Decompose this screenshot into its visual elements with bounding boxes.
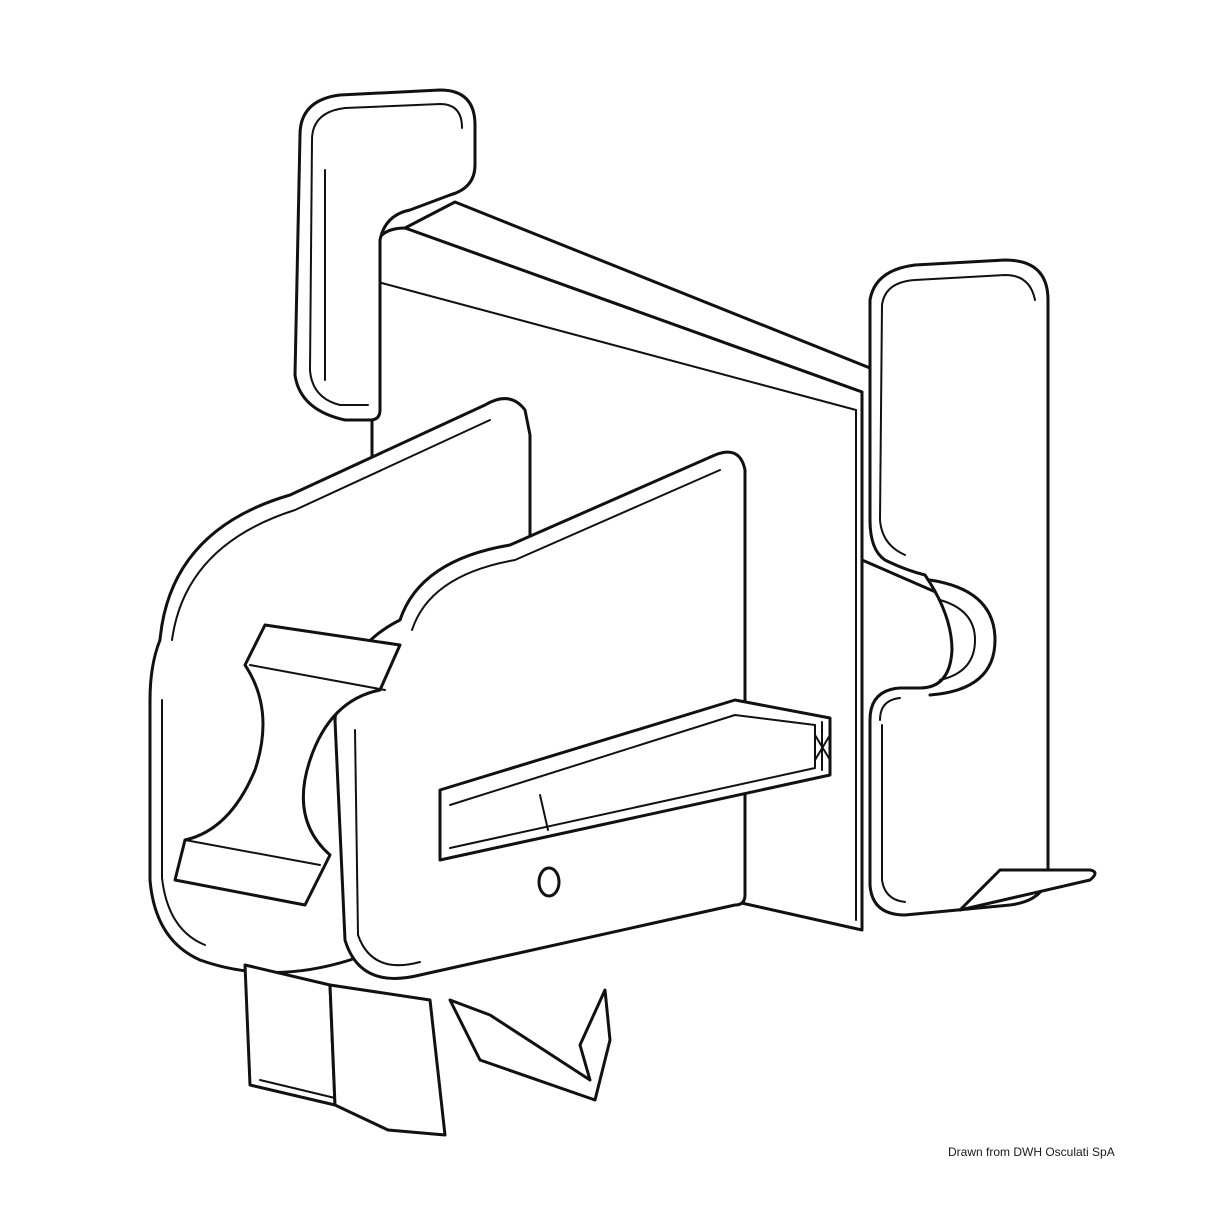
right-ear <box>868 258 1050 917</box>
foot-tab <box>958 868 1097 912</box>
roller <box>173 623 402 907</box>
hole <box>537 866 561 898</box>
left-ear <box>293 88 477 422</box>
drawing-credit: Drawn from DWH Osculati SpA <box>948 1145 1115 1159</box>
bottom-teeth <box>448 988 612 1102</box>
bottom-post <box>243 963 447 1137</box>
wire-slot <box>438 698 832 862</box>
